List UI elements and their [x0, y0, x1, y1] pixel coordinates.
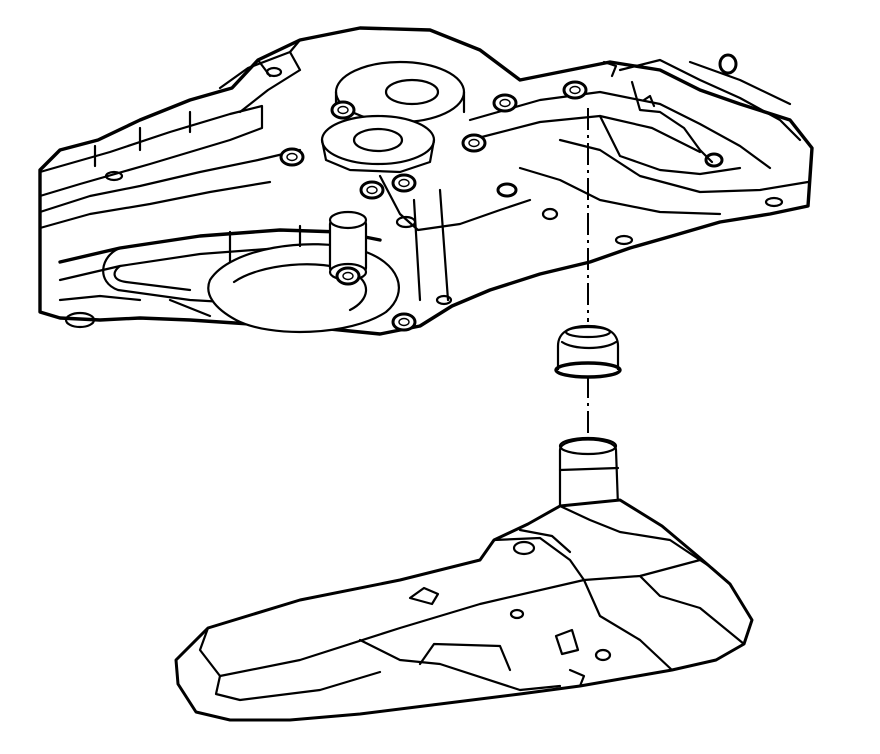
transmission-case-underside [38, 26, 814, 336]
top-boss [334, 60, 466, 124]
transmission-fluid-filter [174, 436, 754, 722]
lower-pocket [207, 243, 400, 334]
filter-neck [558, 438, 620, 514]
filter-seal [554, 324, 622, 379]
bolt-group [279, 80, 724, 332]
shift-linkage [630, 80, 714, 164]
filter-body [174, 498, 754, 722]
hub-boss [320, 114, 436, 166]
case-holes [64, 66, 784, 329]
